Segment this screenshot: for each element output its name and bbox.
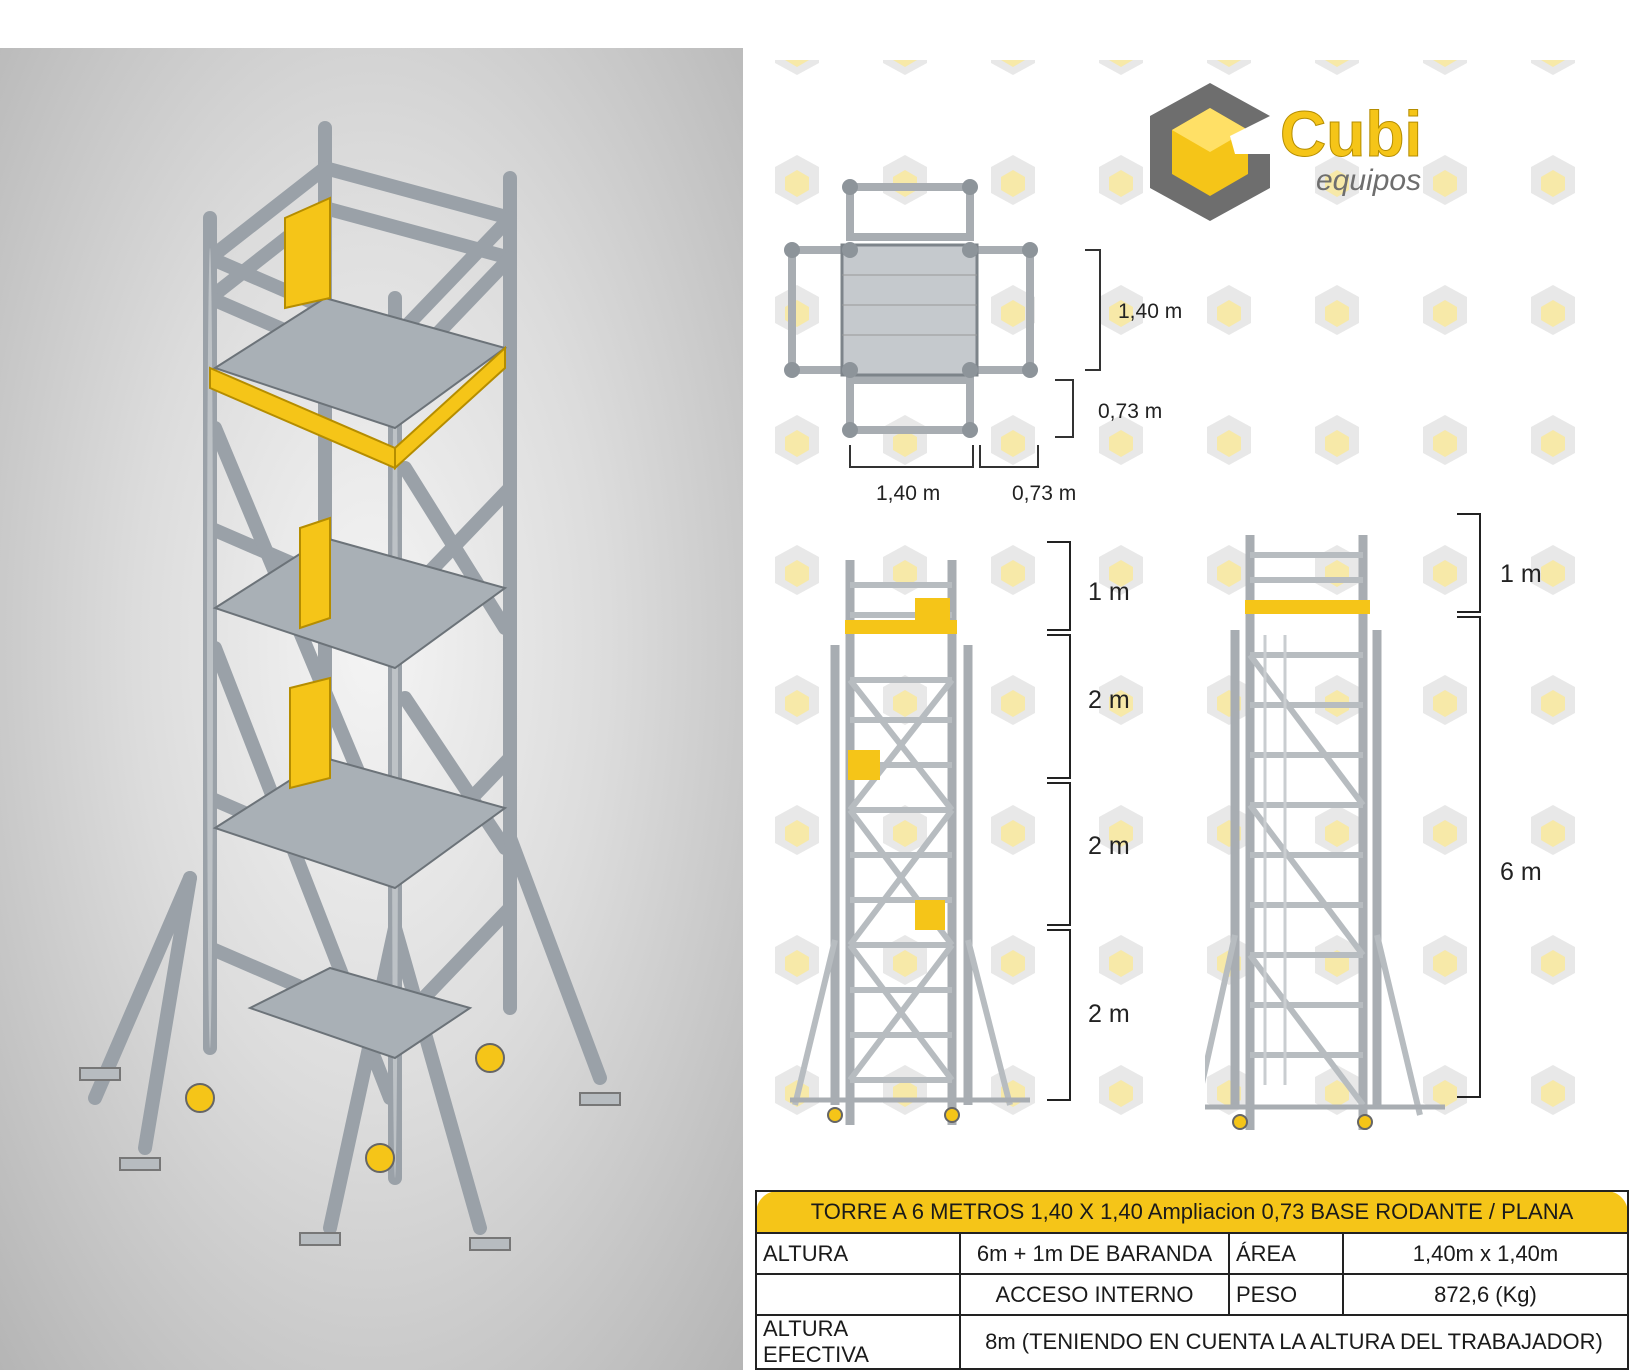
- plan-dim-right-top: 1,40 m: [1118, 300, 1183, 323]
- brand-name: Cubi: [1280, 98, 1422, 170]
- spec-row-effective: ALTURA EFECTIVA 8m (TENIENDO EN CUENTA L…: [755, 1314, 1629, 1370]
- spec-label-2: ÁREA: [1228, 1232, 1344, 1275]
- front-dim-3: 2 m: [1088, 832, 1130, 860]
- tower-3d-render: [0, 48, 743, 1370]
- front-dim-brackets: [1047, 541, 1071, 1101]
- side-elevation: [1205, 535, 1445, 1130]
- spec-value: 6m + 1m DE BARANDA: [959, 1232, 1230, 1275]
- spec-effective-value: 8m (TENIENDO EN CUENTA LA ALTURA DEL TRA…: [959, 1314, 1629, 1370]
- front-dim-1: 1 m: [1088, 578, 1130, 606]
- spec-table: TORRE A 6 METROS 1,40 X 1,40 Ampliacion …: [755, 1190, 1629, 1370]
- brand-sub: equipos: [1316, 164, 1421, 197]
- spec-value-2: 872,6 (Kg): [1342, 1273, 1629, 1316]
- front-dim-2: 2 m: [1088, 686, 1130, 714]
- plan-dim-bottom-left: 1,40 m: [876, 482, 941, 505]
- plan-dim-right-bottom: 0,73 m: [1098, 400, 1163, 423]
- spec-row: ACCESO INTERNO PESO 872,6 (Kg): [755, 1273, 1629, 1316]
- front-dim-4: 2 m: [1088, 1000, 1130, 1028]
- spec-value-2: 1,40m x 1,40m: [1342, 1232, 1629, 1275]
- side-dim-2: 6 m: [1500, 858, 1542, 886]
- spec-label: ALTURA: [755, 1232, 961, 1275]
- side-dim-brackets: [1457, 513, 1481, 1098]
- spec-label: [755, 1273, 961, 1316]
- spec-row: ALTURA 6m + 1m DE BARANDA ÁREA 1,40m x 1…: [755, 1232, 1629, 1275]
- spec-title: TORRE A 6 METROS 1,40 X 1,40 Ampliacion …: [755, 1190, 1629, 1234]
- plan-dim-bottom-right: 0,73 m: [1012, 482, 1077, 505]
- tower-3d-drawing: [79, 121, 621, 1251]
- spec-label-2: PESO: [1228, 1273, 1344, 1316]
- side-dim-1: 1 m: [1500, 560, 1542, 588]
- plan-view: [784, 179, 1101, 468]
- cubi-logo: Cubi equipos: [1150, 83, 1423, 221]
- spec-value: ACCESO INTERNO: [959, 1273, 1230, 1316]
- front-elevation: [790, 560, 1030, 1125]
- spec-effective-label: ALTURA EFECTIVA: [755, 1314, 961, 1370]
